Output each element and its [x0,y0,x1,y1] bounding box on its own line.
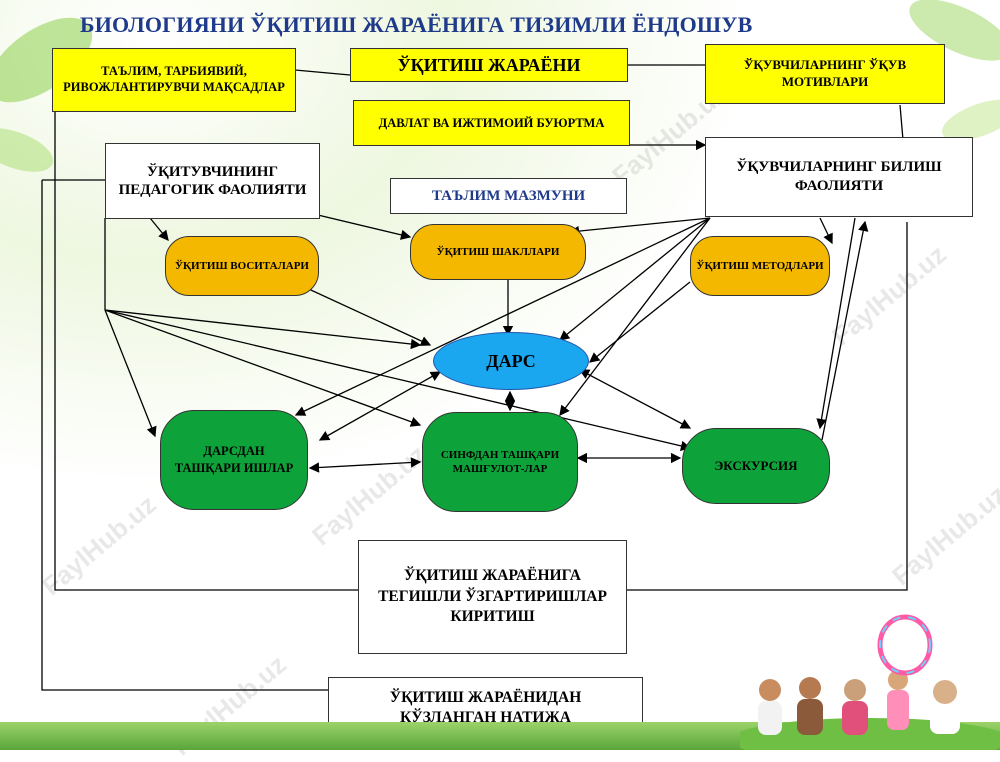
node-excursion: ЭКСКУРСИЯ [682,428,830,504]
node-out-lesson: ДАРСДАН ТАШҚАРИ ИШЛАР [160,410,308,510]
node-means: ЎҚИТИШ ВОСИТАЛАРИ [165,236,319,296]
node-process: ЎҚИТИШ ЖАРАЁНИ [350,48,628,82]
node-changes: ЎҚИТИШ ЖАРАЁНИГА ТЕГИШЛИ ЎЗГАРТИРИШЛАР К… [358,540,627,654]
node-motives: ЎҚУВЧИЛАРНИНГ ЎҚУВ МОТИВЛАРИ [705,44,945,104]
node-lesson: ДАРС [433,332,589,390]
page-title: БИОЛОГИЯНИ ЎҚИТИШ ЖАРАЁНИГА ТИЗИМЛИ ЁНДО… [80,12,753,37]
family-photo [740,614,1000,750]
node-out-class: СИНФДАН ТАШҚАРИ МАШҒУЛОТ-ЛАР [422,412,578,512]
node-teacher: ЎҚИТУВЧИНИНГ ПЕДАГОГИК ФАОЛИЯТИ [105,143,320,219]
node-students: ЎҚУВЧИЛАРНИНГ БИЛИШ ФАОЛИЯТИ [705,137,973,217]
node-order: ДАВЛАТ ВА ИЖТИМОИЙ БУЮРТМА [353,100,630,146]
node-goals: ТАЪЛИМ, ТАРБИЯВИЙ, РИВОЖЛАНТИРУВЧИ МАҚСА… [52,48,296,112]
node-forms: ЎҚИТИШ ШАКЛЛАРИ [410,224,586,280]
node-methods: ЎҚИТИШ МЕТОДЛАРИ [690,236,830,296]
node-content: ТАЪЛИМ МАЗМУНИ [390,178,627,214]
